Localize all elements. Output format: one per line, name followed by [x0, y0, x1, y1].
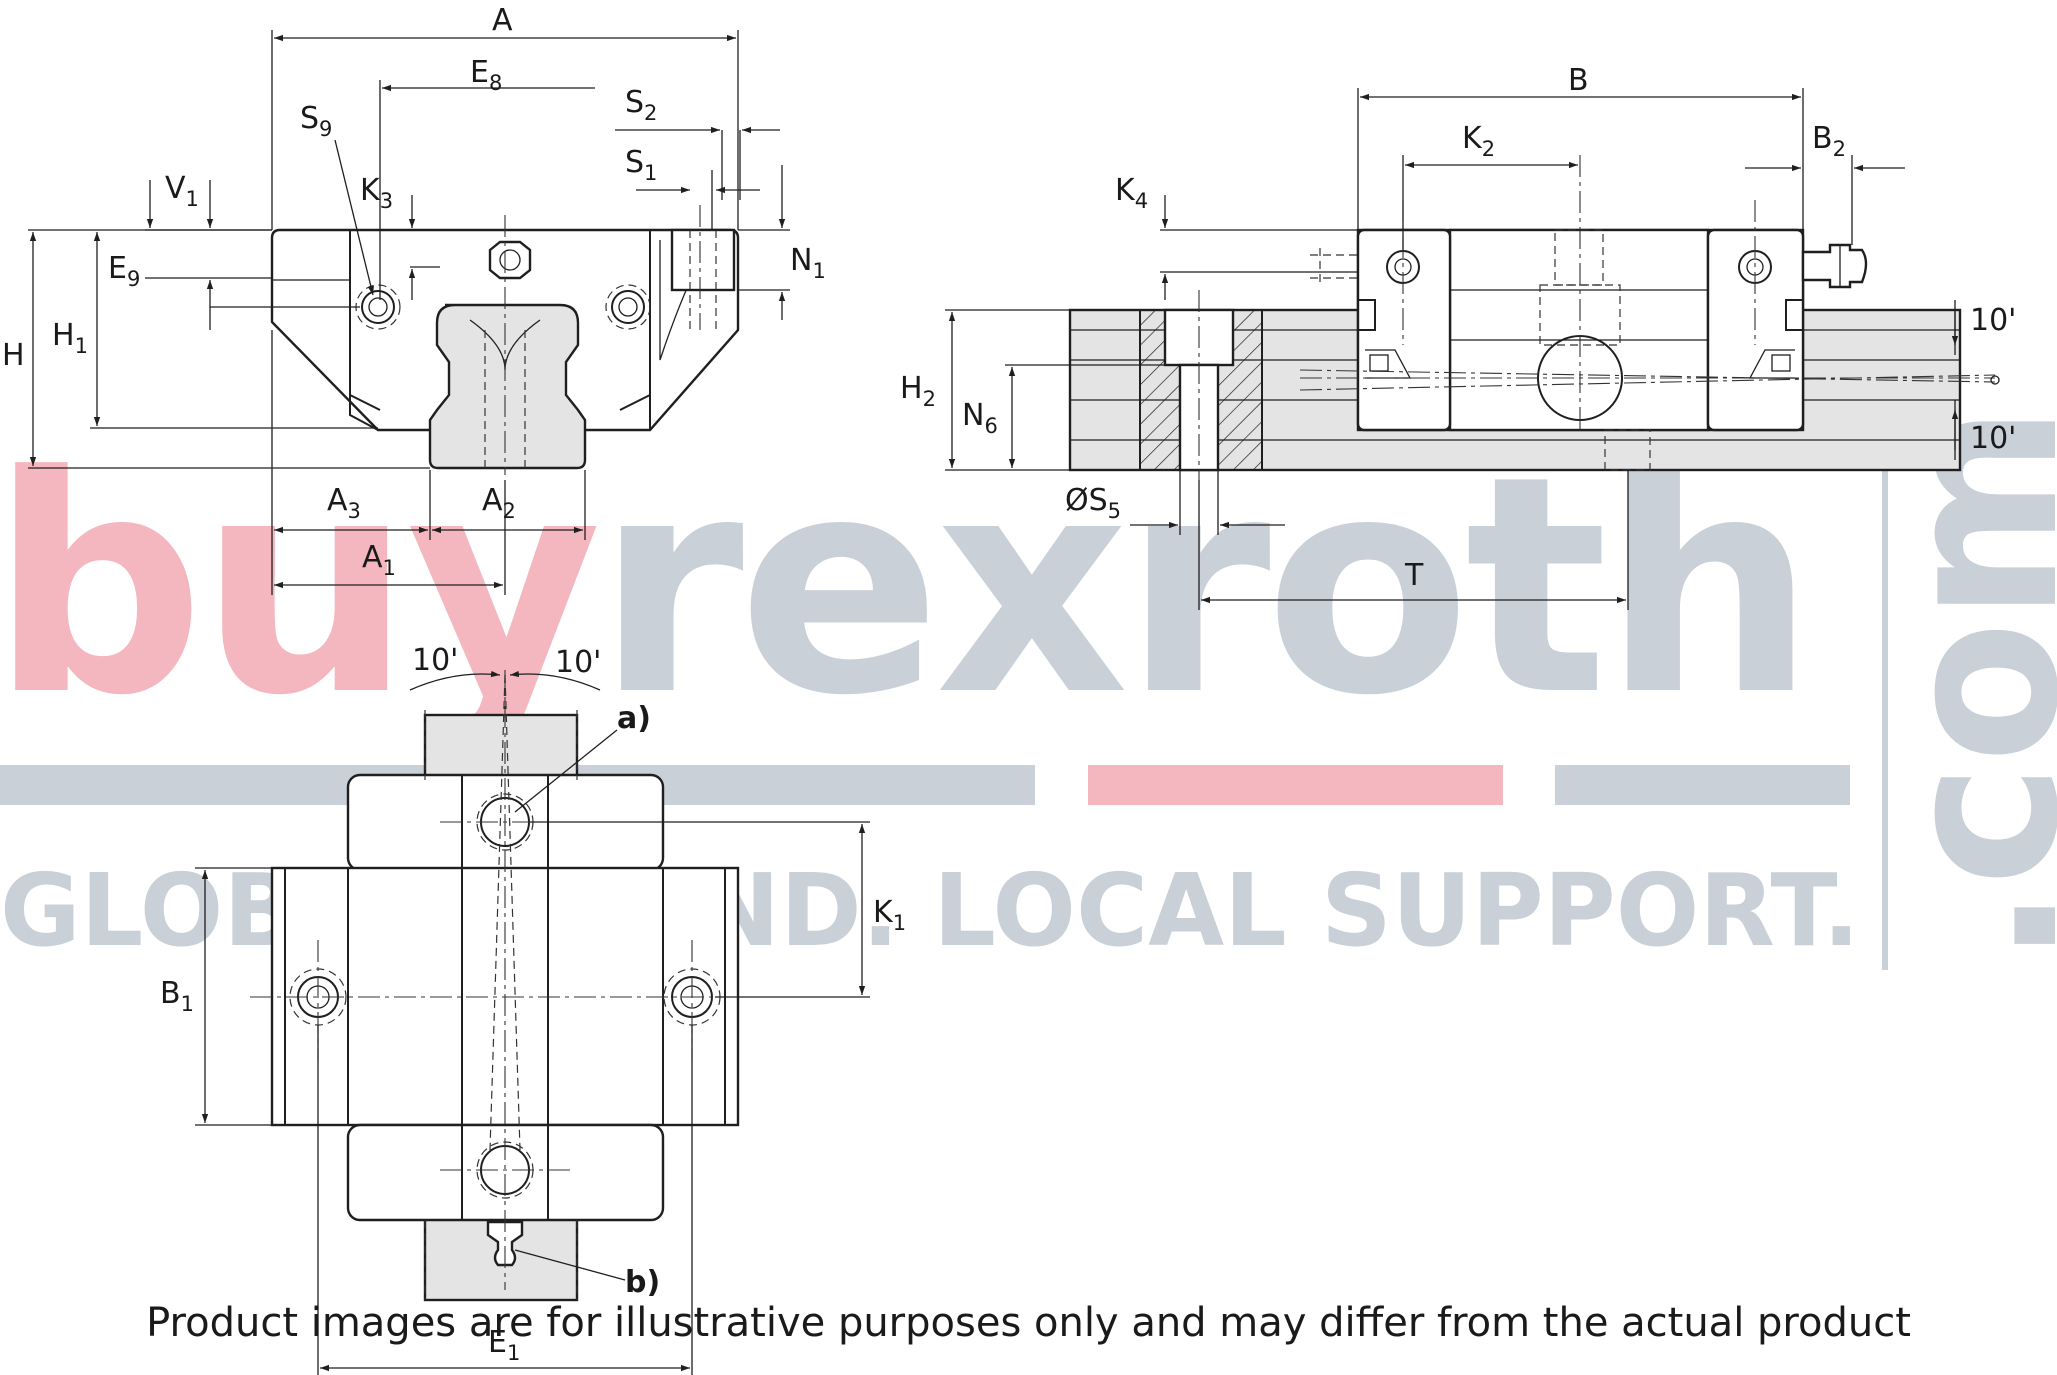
label-A1: A1	[362, 540, 396, 580]
top-dimensions: 10' 10' a) b) K1 B1 E1	[160, 643, 906, 1375]
label-T: T	[1404, 558, 1424, 593]
label-E1: E1	[488, 1325, 520, 1365]
label-K1: K1	[873, 895, 906, 935]
watermark-bar-middle	[1088, 765, 1503, 805]
label-A3: A3	[327, 483, 361, 523]
label-N1: N1	[790, 243, 826, 283]
side-view	[1068, 155, 2000, 480]
note-a: a)	[617, 701, 651, 736]
label-K2: K2	[1462, 121, 1495, 161]
label-angle-left: 10'	[412, 643, 458, 678]
label-B: B	[1568, 63, 1589, 98]
label-E8: E8	[470, 55, 502, 95]
watermark-bar-right	[1555, 765, 1850, 805]
rail-top-view-upper	[423, 713, 579, 782]
front-view	[270, 205, 740, 475]
label-H2: H2	[900, 371, 936, 411]
screw-right-front	[611, 290, 645, 324]
watermark-suffix: .com	[1855, 405, 2057, 965]
screw-left-front	[361, 290, 395, 324]
label-angle-top-right: 10'	[1970, 303, 2016, 338]
note-b: b)	[625, 1265, 660, 1300]
label-angle-bottom-right: 10'	[1970, 421, 2016, 456]
top-view	[250, 670, 760, 1302]
label-A: A	[492, 3, 513, 38]
label-N6: N6	[962, 398, 998, 438]
label-H1: H1	[52, 318, 88, 358]
lube-nipple	[1801, 243, 1868, 289]
label-S9: S9	[300, 101, 332, 141]
label-S2: S2	[625, 85, 657, 125]
label-B2: B2	[1812, 121, 1846, 161]
disclaimer-text: Product images are for illustrative purp…	[146, 1300, 1911, 1346]
label-E9: E9	[108, 251, 140, 291]
rail-profile	[428, 303, 587, 470]
label-B1: B1	[160, 976, 194, 1016]
label-K3: K3	[360, 173, 393, 213]
label-K4: K4	[1115, 173, 1148, 213]
label-S5: ØS5	[1065, 483, 1121, 523]
label-S1: S1	[625, 145, 657, 185]
front-dimensions: A E8 S9 S2 S1 V1 K3 N1	[2, 3, 826, 595]
label-A2: A2	[482, 483, 516, 523]
label-H: H	[2, 338, 25, 373]
hex-nut-top	[488, 240, 532, 280]
label-angle-right: 10'	[555, 645, 601, 680]
side-dimensions: B K2 B2 K4 H2 N6 ØS5 T	[900, 63, 2016, 610]
lube-nipple-bottom	[486, 1220, 524, 1267]
label-V1: V1	[165, 171, 199, 211]
